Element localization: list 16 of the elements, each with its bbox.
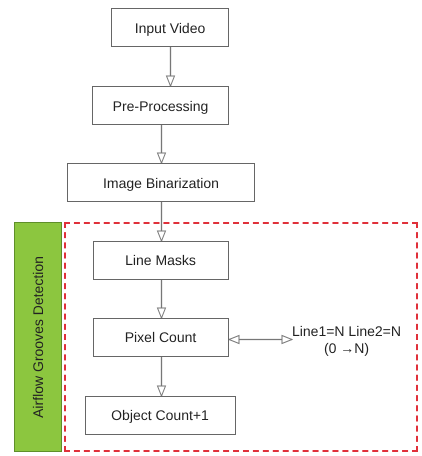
process-box: Pixel Count <box>92 318 228 356</box>
dashed-group-frame <box>64 222 418 452</box>
process-box: Image Binarization <box>67 163 255 202</box>
process-box: Object Count+1 <box>84 396 236 434</box>
section-band <box>14 222 62 452</box>
process-box: Line Masks <box>92 240 228 280</box>
process-box: Pre-Processing <box>92 86 229 125</box>
process-box: Input Video <box>111 8 229 47</box>
arrow <box>157 125 166 164</box>
arrow <box>157 357 166 396</box>
arrow <box>157 202 166 242</box>
arrow <box>166 47 175 86</box>
section-title: Airflow Grooves Detection <box>30 256 46 418</box>
arrow <box>157 280 166 318</box>
arrow <box>228 335 292 344</box>
output-text: Line1=N Line2=N (0 →N) <box>292 320 402 360</box>
